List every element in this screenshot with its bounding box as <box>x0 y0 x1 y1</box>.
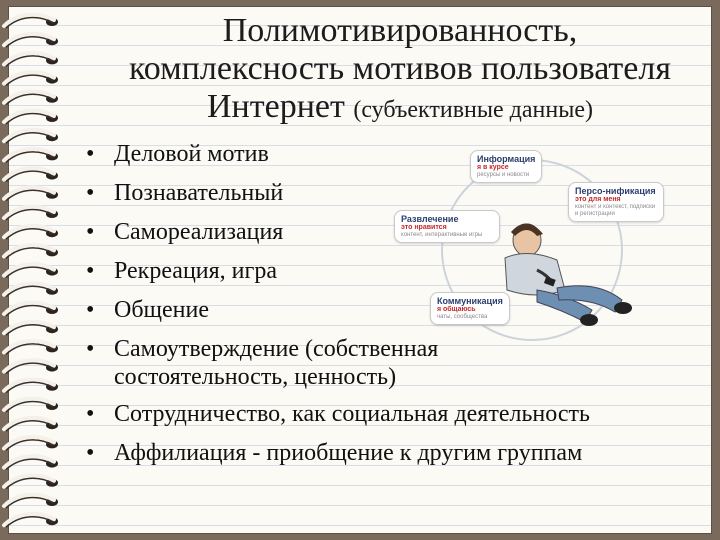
card-personification-subtitle: это для меня <box>575 196 621 203</box>
bullet-icon: • <box>86 401 95 427</box>
bullet-icon: • <box>86 180 95 206</box>
spiral-ring <box>2 396 58 413</box>
title-line-2: комплексность мотивов пользователя <box>129 50 671 87</box>
spiral-ring <box>2 281 58 298</box>
list-item: • Сотрудничество, как социальная деятельн… <box>84 400 694 428</box>
list-item-text: Общение <box>114 297 210 323</box>
list-item-text: Деловой мотив <box>114 141 269 167</box>
list-item: • Рекреация, игра <box>84 257 694 285</box>
card-communication-subtitle: я общаюсь <box>437 306 476 313</box>
title-line-3: Интернет (субъективные данные) <box>90 88 710 129</box>
spiral-ring <box>2 415 58 432</box>
motives-list: • Деловой мотив • Познавательный • Самореал… <box>84 140 694 478</box>
spiral-binding <box>2 12 58 528</box>
list-item: • Самореализация <box>84 218 694 246</box>
list-item-text: Аффилиация - приобщение к другим группам <box>114 440 583 466</box>
card-communication-note: чаты, сообщества <box>437 314 488 320</box>
spiral-ring <box>2 243 58 259</box>
card-communication-title: Коммуникация <box>437 296 503 306</box>
motivation-illustration <box>441 159 632 341</box>
card-information-title: Информация <box>477 154 536 164</box>
spiral-ring <box>2 262 58 279</box>
card-entertainment-title: Развлечение <box>401 214 459 224</box>
bullet-icon: • <box>86 440 95 466</box>
card-information-note: ресурсы и новости <box>477 172 530 178</box>
notebook-page <box>8 6 712 534</box>
list-item: • Аффилиация - приобщение к другим группа… <box>84 439 694 467</box>
spiral-ring <box>2 377 58 394</box>
spiral-ring <box>2 89 58 106</box>
spiral-ring <box>2 492 58 509</box>
spiral-ring <box>2 300 58 317</box>
list-item: • Деловой мотив <box>84 140 694 168</box>
spiral-ring <box>2 147 58 163</box>
card-information-subtitle: я в курсе <box>477 164 509 171</box>
spiral-ring <box>2 454 58 471</box>
spiral-ring <box>2 339 58 355</box>
card-information: Информация я в курсе ресурсы и новости <box>470 150 543 183</box>
spiral-ring <box>2 12 58 29</box>
spiral-ring <box>2 435 58 451</box>
spiral-ring <box>2 511 58 528</box>
card-entertainment-note: контент, интерактивные игры <box>401 232 483 238</box>
spiral-ring <box>2 473 58 490</box>
card-entertainment-subtitle: это нравится <box>401 224 447 231</box>
spiral-ring <box>2 204 58 221</box>
spiral-ring <box>2 166 58 183</box>
bullet-icon: • <box>86 258 95 284</box>
card-personification-note: контент и контекст, подписки и регистрац… <box>575 204 656 217</box>
list-item-text: Познавательный <box>114 180 284 206</box>
spiral-ring <box>2 70 58 87</box>
person-figure <box>504 223 632 326</box>
bullet-icon: • <box>86 141 95 167</box>
spiral-ring <box>2 223 58 240</box>
list-item-text: Самоутверждение (собственная <box>114 336 439 362</box>
list-item-text: Самореализация <box>114 219 284 245</box>
list-item: • Общение <box>84 296 694 324</box>
bullet-icon: • <box>86 336 95 362</box>
card-entertainment: Развлечение это нравится контент, интера… <box>394 210 500 243</box>
title-line-3-main: Интернет <box>207 88 345 125</box>
spiral-ring <box>2 31 58 48</box>
list-item-text: Рекреация, игра <box>114 258 278 284</box>
card-personification: Персо-нификация это для меня контент и к… <box>568 182 664 222</box>
list-item-text: Сотрудничество, как социальная деятельно… <box>114 401 590 427</box>
list-item: • Познавательный <box>84 179 694 207</box>
list-item-text-continued: состоятельность, ценность) <box>114 364 397 390</box>
spiral-ring <box>2 319 58 336</box>
spiral-ring <box>2 358 58 375</box>
card-communication: Коммуникация я общаюсь чаты, сообщества <box>430 292 510 325</box>
spiral-ring <box>2 127 58 144</box>
title-line-3-sub: (субъективные данные) <box>353 97 593 123</box>
spiral-ring <box>2 185 58 202</box>
spiral-ring <box>2 108 58 125</box>
title-line-1: Полимотивированность, <box>222 12 578 49</box>
bullet-icon: • <box>86 297 95 323</box>
bullet-icon: • <box>86 219 95 245</box>
card-personification-title: Персо-нификация <box>575 186 656 196</box>
spiral-ring <box>2 51 58 67</box>
slide-title: Полимотивированность, комплексность моти… <box>90 12 710 129</box>
